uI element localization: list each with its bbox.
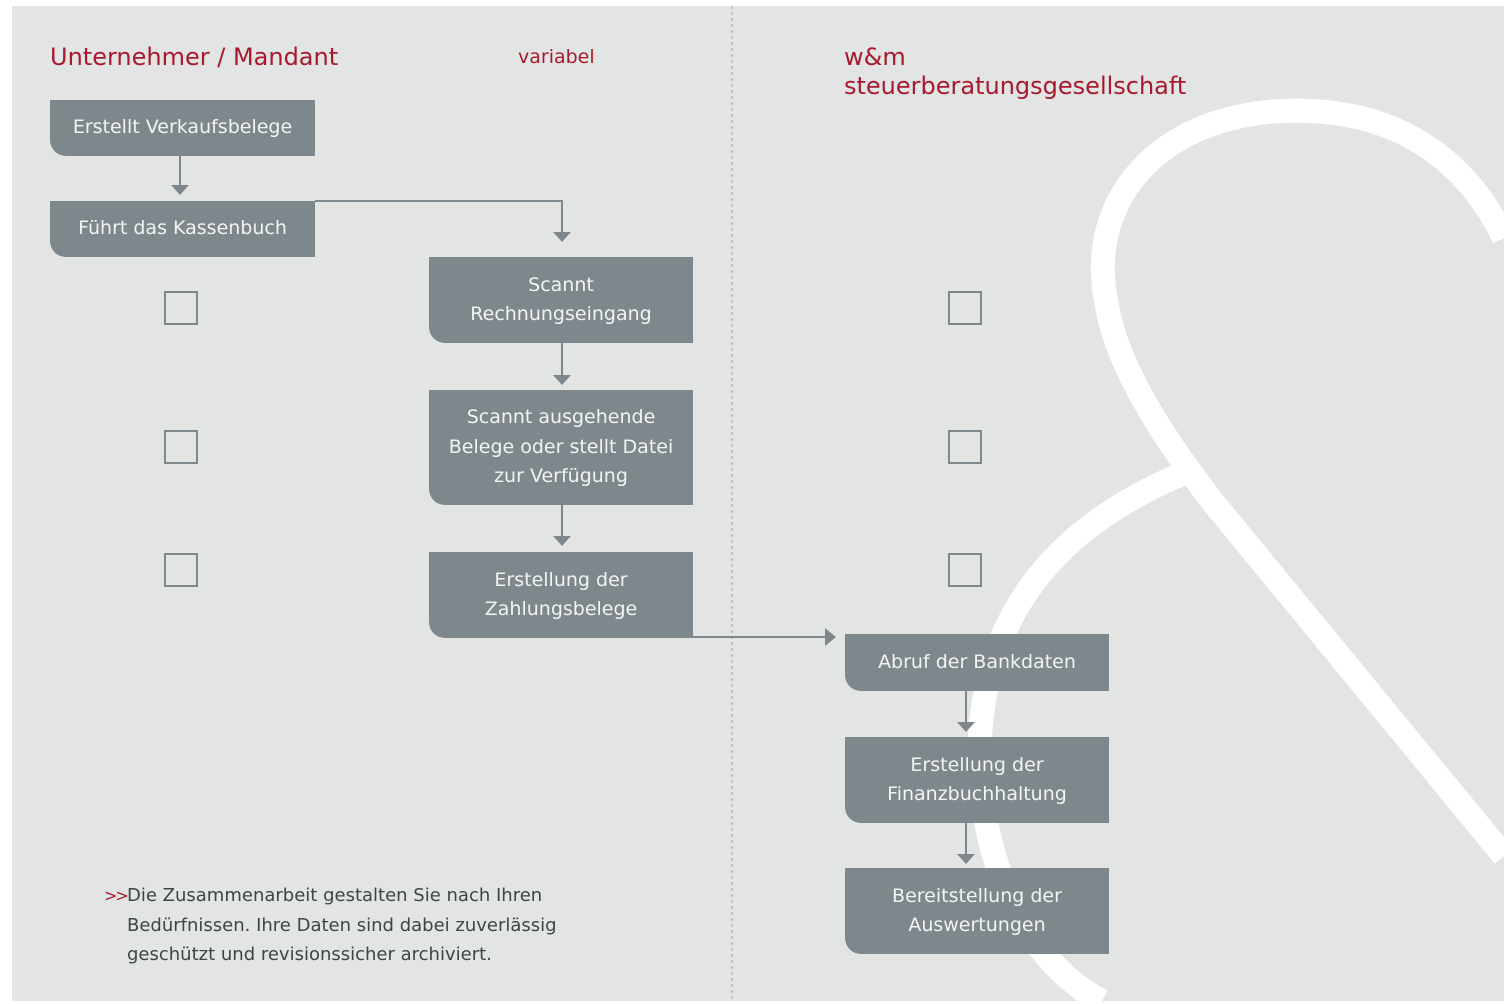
checkbox-firm-2[interactable] — [948, 430, 982, 464]
arrow-down-icon — [553, 536, 571, 546]
arrow-down-icon — [957, 854, 975, 864]
note-marker-icon: >> — [104, 886, 129, 905]
checkbox-firm-1[interactable] — [948, 291, 982, 325]
arrow-down-icon — [171, 185, 189, 195]
checkbox-client-2[interactable] — [164, 430, 198, 464]
step-rechnungseingang: Scannt Rechnungseingang — [429, 257, 693, 343]
step-zahlungsbelege: Erstellung der Zahlungsbelege — [429, 552, 693, 638]
arrow-down-icon — [553, 375, 571, 385]
lane-title-firm: w&m steuerberatungsgesellschaft — [844, 43, 1187, 100]
checkbox-firm-3[interactable] — [948, 553, 982, 587]
step-verkaufsbelege: Erstellt Verkaufsbelege — [50, 100, 315, 156]
checkbox-client-1[interactable] — [164, 291, 198, 325]
connectors — [179, 156, 967, 854]
arrow-down-icon — [553, 232, 571, 242]
lane-title-variable: variabel — [518, 46, 595, 68]
arrowheads — [171, 185, 975, 864]
checkbox-client-3[interactable] — [164, 553, 198, 587]
step-ausgehende-belege: Scannt ausgehende Belege oder stellt Dat… — [429, 390, 693, 505]
arrow-down-icon — [957, 722, 975, 732]
arrow-right-icon — [825, 628, 836, 646]
step-auswertungen: Bereitstellung der Auswertungen — [845, 868, 1109, 954]
step-bankdaten: Abruf der Bankdaten — [845, 634, 1109, 691]
step-kassenbuch: Führt das Kassenbuch — [50, 201, 315, 257]
diagram-canvas: Unternehmer / Mandant variabel w&m steue… — [12, 6, 1504, 1001]
footnote-text: Die Zusammenarbeit gestalten Sie nach Ih… — [127, 885, 557, 965]
step-finanzbuchhaltung: Erstellung der Finanzbuchhaltung — [845, 737, 1109, 823]
footnote: >> Die Zusammenarbeit gestalten Sie nach… — [104, 881, 627, 970]
lane-title-client: Unternehmer / Mandant — [50, 43, 339, 71]
